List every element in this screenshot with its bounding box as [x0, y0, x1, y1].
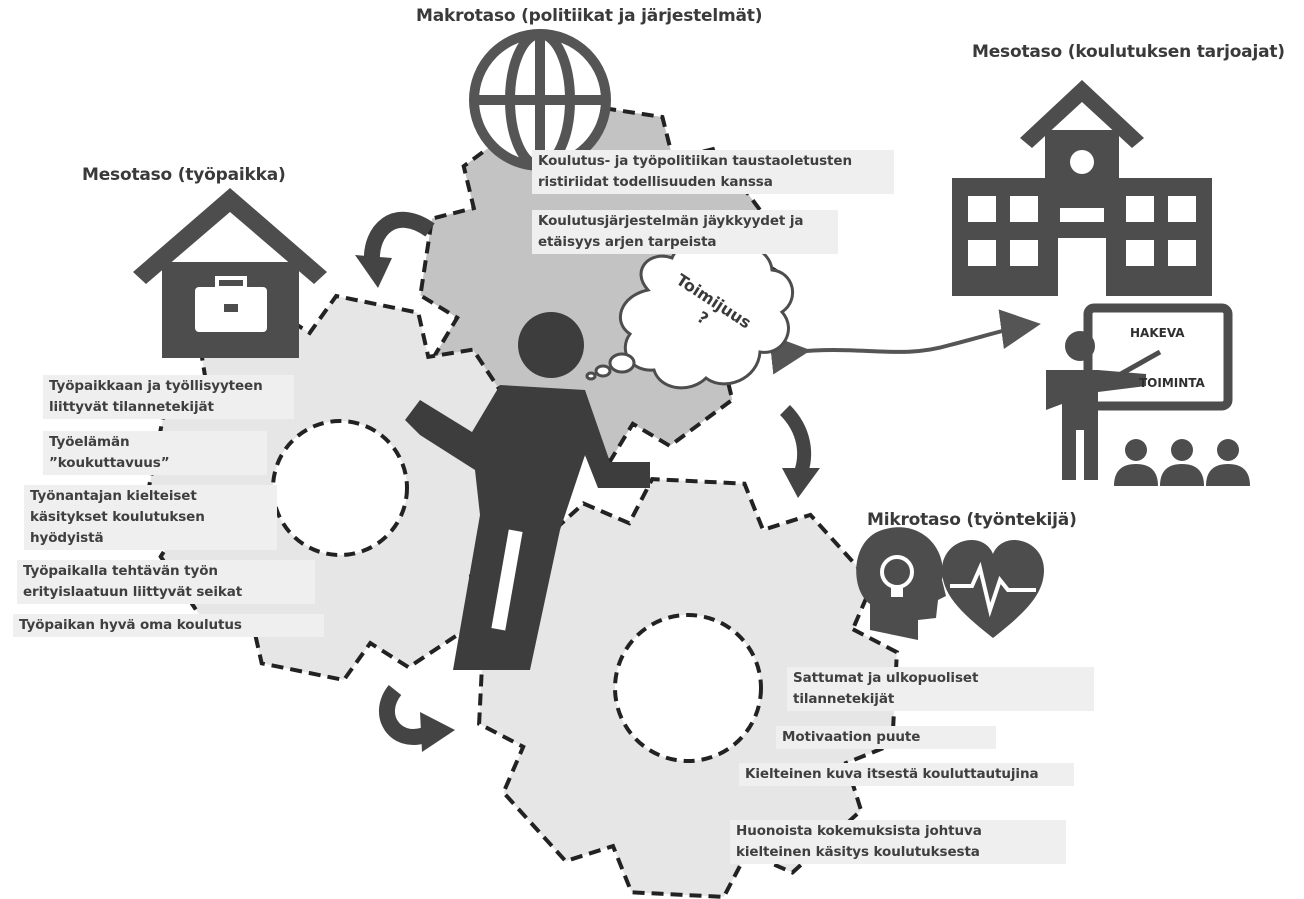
workplace-item-1: Työpaikkaan ja työllisyyteen liittyvät t… — [43, 375, 294, 419]
heading-meso-school: Mesotaso (koulutuksen tarjoajat) — [972, 42, 1285, 62]
heading-micro: Mikrotaso (työntekijä) — [867, 510, 1077, 530]
curved-arrow-right-head-icon — [782, 468, 820, 498]
micro-gear — [477, 477, 899, 899]
macro-item-1: Koulutus- ja työpolitiikan taustaoletust… — [532, 150, 894, 194]
workplace-item-4: Työpaikalla tehtävän työn erityislaatuun… — [17, 560, 315, 604]
heading-meso-work: Mesotaso (työpaikka) — [82, 165, 286, 185]
double-arrow-icon — [769, 309, 1041, 375]
curved-arrow-bottom-icon — [379, 685, 428, 745]
workplace-item-5: Työpaikan hyvä oma koulutus — [13, 614, 324, 637]
head-lightbulb-icon — [856, 527, 946, 640]
curved-arrow-bottom-head-icon — [420, 712, 455, 752]
heart-pulse-icon — [942, 540, 1044, 638]
curved-arrow-top-icon — [363, 211, 435, 263]
globe-icon — [469, 29, 611, 171]
people-icon — [1114, 439, 1250, 486]
workplace-item-3: Työnantajan kielteiset käsitykset koulut… — [24, 485, 277, 550]
board-line-2: TOIMINTA — [1139, 376, 1205, 390]
curved-arrow-right-icon — [779, 405, 812, 478]
micro-item-4: Huonoista kokemuksista johtuva kielteine… — [730, 820, 1066, 864]
micro-item-3: Kielteinen kuva itsestä kouluttautujina — [739, 763, 1074, 786]
school-building-icon — [952, 80, 1212, 296]
gear-work-hole — [271, 419, 409, 557]
curved-arrow-top-head-icon — [355, 255, 392, 288]
board-line-1: HAKEVA — [1130, 326, 1185, 340]
micro-item-1: Sattumat ja ulkopuoliset tilannetekijät — [787, 667, 1094, 711]
heading-macro: Makrotaso (politiikat ja järjestelmät) — [416, 6, 763, 26]
person-figure-icon — [405, 312, 650, 670]
gear-micro-hole — [613, 613, 763, 763]
teacher-board-icon — [1046, 303, 1233, 480]
workplace-item-2: Työelämän ”koukuttavuus” — [43, 431, 267, 475]
house-briefcase-icon — [133, 188, 327, 358]
macro-item-2: Koulutusjärjestelmän jäykkyydet ja etäis… — [532, 210, 838, 254]
micro-item-2: Motivaation puute — [776, 726, 996, 749]
